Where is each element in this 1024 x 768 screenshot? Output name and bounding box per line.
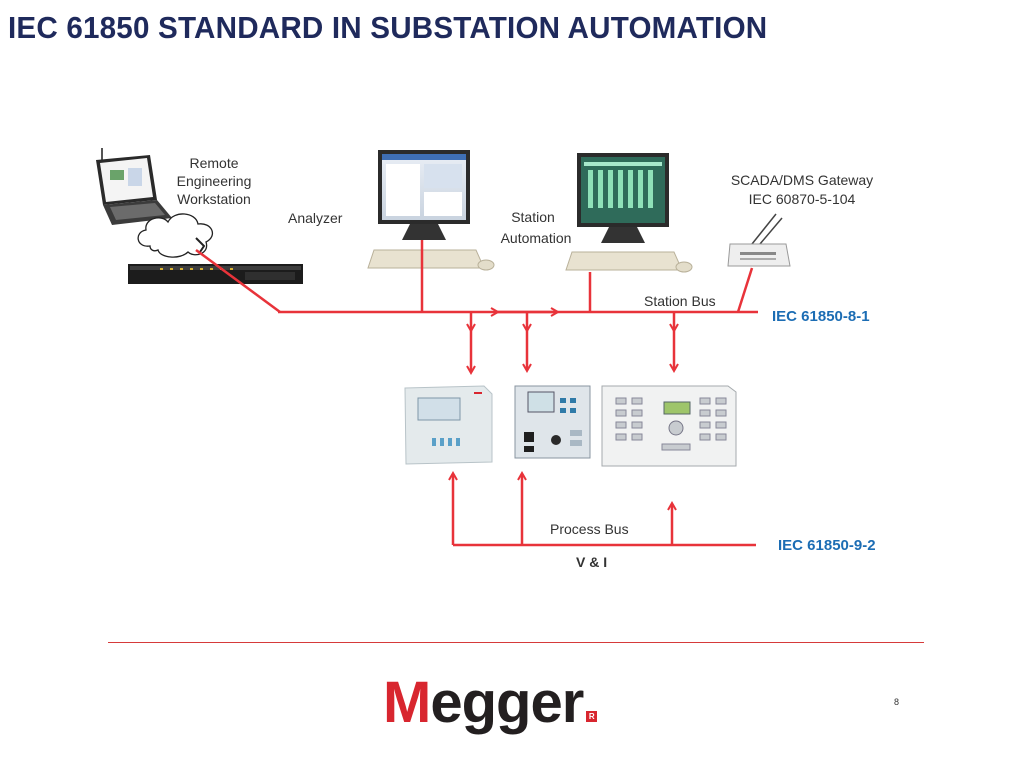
bidirectional-arrows [471, 312, 674, 372]
logo-wordmark: egger [430, 670, 584, 735]
analyzer-label: Analyzer [288, 210, 343, 226]
station-automation-monitor-icon [565, 153, 693, 273]
remote-workstation-label-line-3: Workstation [177, 191, 251, 207]
ied-device-2-icon [514, 385, 591, 459]
analyzer-monitor-icon [367, 150, 495, 271]
gateway-label: SCADA/DMS Gateway IEC 60870-5-104 [731, 172, 873, 207]
footer-divider [108, 642, 924, 643]
remote-workstation-label-line-2: Engineering [177, 173, 252, 189]
ied-device-3-icon [601, 385, 737, 467]
network-switch-icon [128, 264, 303, 284]
station-bus-label: Station Bus [644, 293, 716, 309]
gateway-label-line-2: IEC 60870-5-104 [749, 191, 856, 207]
laptop-icon [96, 148, 172, 225]
logo-initial: M [383, 670, 431, 735]
process-bus-standard-label: IEC 61850-9-2 [778, 537, 876, 554]
process-signals-label: V & I [576, 554, 607, 570]
station-automation-label-line-1: Station [511, 209, 555, 225]
station-automation-label: Station Automation [501, 209, 572, 246]
slide-title: IEC 61850 STANDARD IN SUBSTATION AUTOMAT… [8, 10, 768, 45]
page-number: 8 [894, 697, 900, 707]
registered-mark: R [586, 711, 598, 722]
ied-device-1-icon [404, 385, 493, 465]
remote-workstation-label: Remote Engineering Workstation [177, 155, 252, 207]
gateway-label-line-1: SCADA/DMS Gateway [731, 172, 873, 188]
station-bus-standard-label: IEC 61850-8-1 [772, 308, 870, 325]
remote-workstation-label-line-1: Remote [189, 155, 238, 171]
process-bus-label: Process Bus [550, 521, 629, 537]
process-bus-lines [453, 474, 756, 547]
gateway-device-icon [727, 213, 791, 267]
cloud-icon [137, 213, 214, 258]
station-automation-label-line-2: Automation [501, 230, 572, 246]
